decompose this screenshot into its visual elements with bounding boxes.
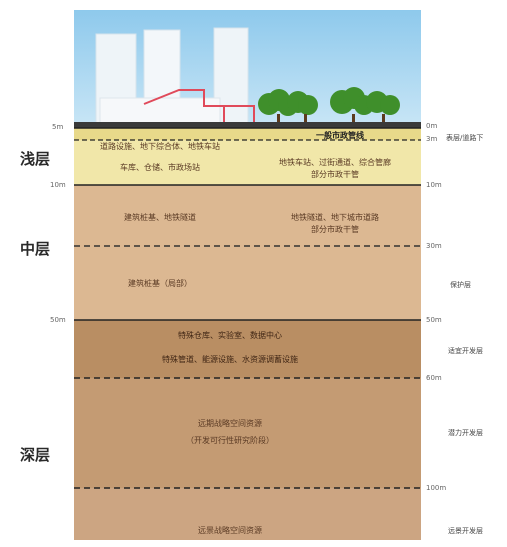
deep-band-2 <box>74 378 421 488</box>
right-label-future: 远景开发层 <box>448 527 483 535</box>
complex-outline <box>143 89 225 128</box>
right-depth-50: 50m <box>426 316 442 324</box>
deep-a-line2: 特殊管道、能源设施、水资源调蓄设施 <box>162 355 298 364</box>
deep-b-line2: （开发可行性研究阶段） <box>186 436 274 445</box>
right-label-potential: 潜力开发层 <box>448 429 483 437</box>
deep-c-line1: 远景战略空间资源 <box>198 526 262 535</box>
right-label-suitable: 适宜开发层 <box>448 347 483 355</box>
middle-left-1: 建筑桩基、地铁隧道 <box>124 213 196 222</box>
shallow-right-2: 部分市政干管 <box>311 170 359 179</box>
right-depth-60: 60m <box>426 374 442 382</box>
left-depth-10: 10m <box>50 181 66 189</box>
right-depth-0: 0m <box>426 122 438 130</box>
pipeline-box-label: 一般市政管线 <box>316 131 364 140</box>
middle-left-2: 建筑桩基（局部） <box>128 279 192 288</box>
pipeline-band <box>74 128 421 140</box>
right-depth-100: 100m <box>426 484 447 492</box>
shallow-right-1: 地铁车站、过街通道、综合管廊 <box>279 158 391 167</box>
deep-band-1 <box>74 320 421 378</box>
layer-shallow-label: 浅层 <box>20 150 51 168</box>
deep-band-3 <box>74 488 421 540</box>
layer-deep-label: 深层 <box>20 446 51 464</box>
deep-b-line1: 远期战略空间资源 <box>198 419 262 428</box>
left-depth-50: 50m <box>50 316 66 324</box>
layer-middle-label: 中层 <box>20 240 51 258</box>
shallow-left-2: 车库、仓储、市政场站 <box>120 163 200 172</box>
deep-a-line1: 特殊仓库、实验室、数据中心 <box>178 331 282 340</box>
left-depth-0: 5m <box>52 123 64 131</box>
middle-band <box>74 185 421 320</box>
middle-right-2: 部分市政干管 <box>311 225 359 234</box>
surface-scene <box>74 10 421 128</box>
right-depth-10: 10m <box>426 181 442 189</box>
right-depth-3: 3m <box>426 135 438 143</box>
middle-right-1: 地铁隧道、地下城市道路 <box>291 213 379 222</box>
right-label-protect: 保护层 <box>450 281 471 289</box>
tree-group <box>258 87 400 116</box>
city-illustration <box>74 27 421 128</box>
shallow-left-1: 道路设施、地下综合体、地铁车站 <box>100 142 220 151</box>
right-label-surface: 表层/道路下 <box>446 134 484 142</box>
right-depth-30: 30m <box>426 242 442 250</box>
